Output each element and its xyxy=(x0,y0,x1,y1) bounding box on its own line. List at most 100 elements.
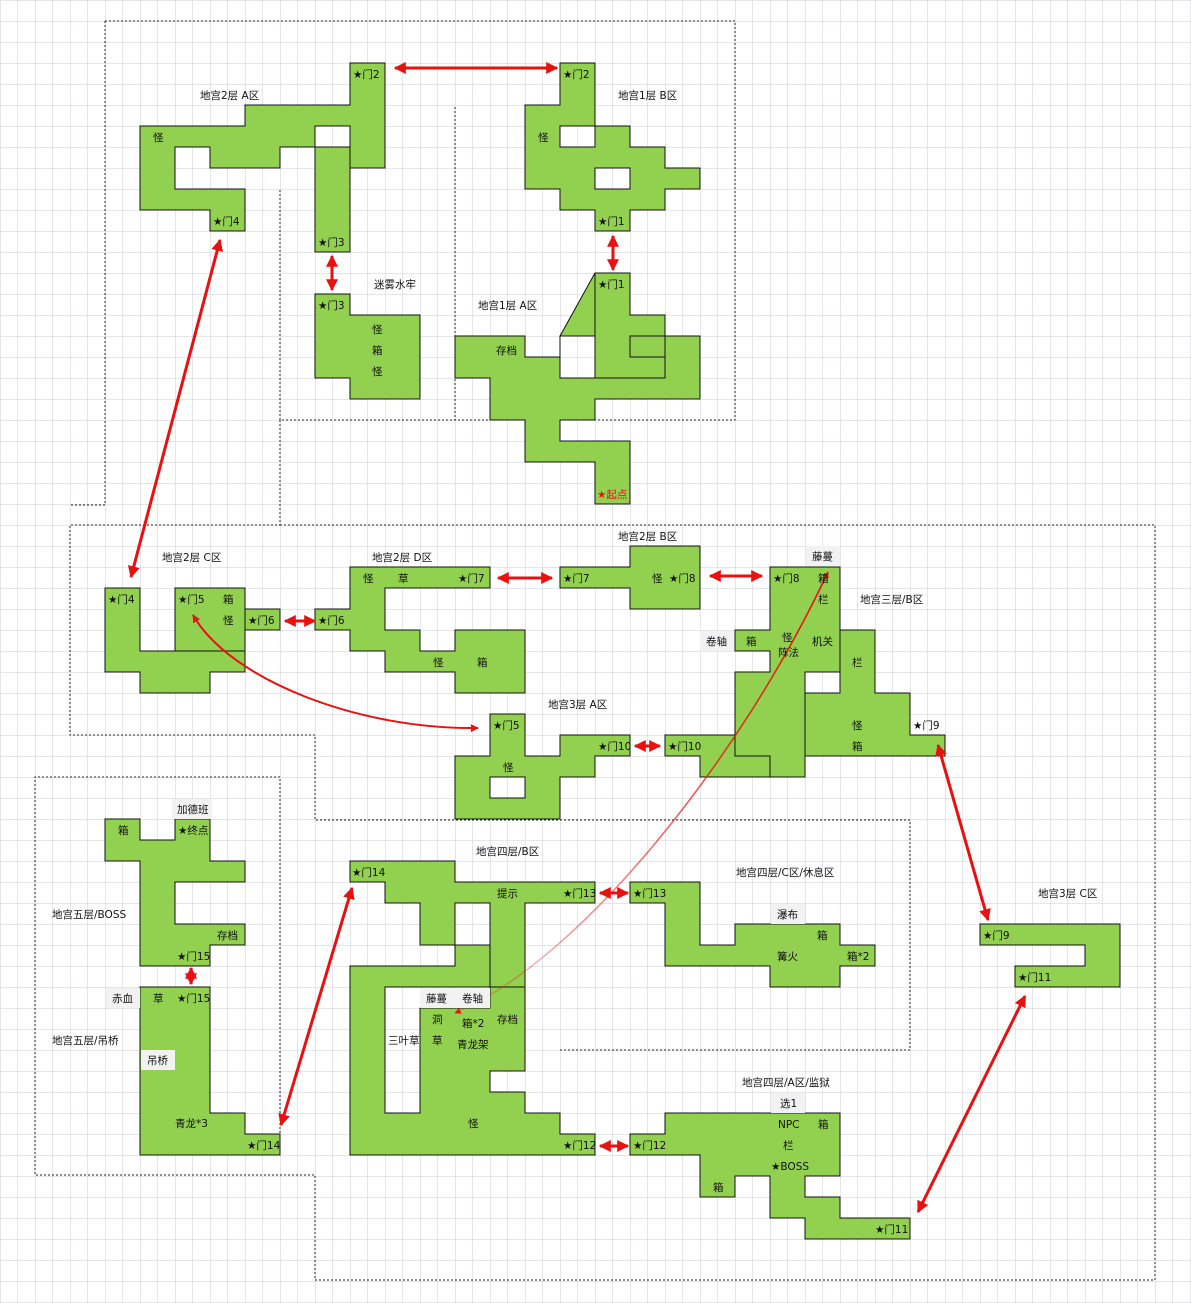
doors-d8-label: ★门8 xyxy=(773,572,800,585)
doors-d14-label: ★门14 xyxy=(247,1139,281,1152)
markers-fence-label: 栏 xyxy=(818,593,829,606)
doors-d4-label: ★门4 xyxy=(213,215,240,228)
regions-dungeon-2f-c-label: 地宫2层 C区 xyxy=(162,551,221,564)
doors-d7-label: ★门7 xyxy=(563,572,590,585)
regions-dungeon-2f-a-label: 地宫2层 A区 xyxy=(200,89,259,102)
markers-bridge-label: 吊桥 xyxy=(147,1055,168,1067)
regions-dungeon-3f-a-label: 地宫3层 A区 xyxy=(548,698,607,711)
markers-monster-label: 怪 xyxy=(372,365,383,378)
markers-monster-label: 怪 xyxy=(372,323,383,336)
markers-monster-label: 怪 xyxy=(433,656,444,669)
markers-chest-label: 箱 xyxy=(713,1181,724,1194)
doors-d2-label: ★门2 xyxy=(353,68,380,81)
doors-d11-label: ★门11 xyxy=(875,1223,908,1236)
markers-chest-label: 箱 xyxy=(817,929,828,942)
doors-d9-label: ★门9 xyxy=(983,929,1010,942)
markers-clover-label: 三叶草 xyxy=(388,1035,420,1047)
regions-dungeon-2f-d-label: 地宫2层 D区 xyxy=(372,551,432,564)
arrow-door9 xyxy=(935,743,991,922)
doors-d9-label: ★门9 xyxy=(913,719,940,732)
arrow-door5-curve xyxy=(192,614,479,733)
markers-cave-label: 洞 xyxy=(432,1014,443,1026)
markers-monster-label: 怪 xyxy=(538,131,549,144)
markers-monster-label: 怪 xyxy=(223,614,234,627)
markers-grass-label: 草 xyxy=(153,993,164,1005)
region-borders xyxy=(34,20,1156,1281)
doors-d5-label: ★门5 xyxy=(178,593,205,606)
markers-scroll-label: 卷轴 xyxy=(462,992,483,1005)
doors-d11-label: ★门11 xyxy=(1018,971,1051,984)
markers-monster-label: 怪 xyxy=(652,572,663,585)
markers-grass-label: 草 xyxy=(432,1035,443,1047)
markers-chest-label: 箱 xyxy=(818,572,829,585)
room-1f-b xyxy=(524,62,701,232)
markers-mechanism-label: 机关 xyxy=(812,635,833,648)
doors-d4-label: ★门4 xyxy=(108,593,135,606)
markers-boss-label: ★BOSS xyxy=(771,1161,809,1173)
regions-dungeon-4f-b-label: 地宫四层/B区 xyxy=(476,845,539,858)
markers-rack-label: 青龙架 xyxy=(457,1038,489,1051)
markers-rattan-label: 藤蔓 xyxy=(426,992,447,1005)
markers-dragon-x3-label: 青龙*3 xyxy=(175,1117,208,1130)
doors-d6-label: ★门6 xyxy=(248,614,275,627)
regions-gadeban-label: 加德班 xyxy=(177,803,209,816)
regions-dungeon-1f-b-label: 地宫1层 B区 xyxy=(618,89,677,102)
regions-dungeon-2f-b-label: 地宫2层 B区 xyxy=(618,530,677,543)
markers-chest-x2-label: 箱*2 xyxy=(462,1017,484,1030)
room-3f-c xyxy=(979,923,1121,988)
markers-monster-label: 怪 xyxy=(852,719,863,732)
arrow-door14 xyxy=(278,886,355,1127)
markers-monster-label: 怪 xyxy=(782,631,793,644)
arrow-door11 xyxy=(916,994,1027,1214)
markers-hint-label: 提示 xyxy=(497,888,518,900)
doors-d3-label: ★门3 xyxy=(318,236,345,249)
labels: 地宫2层 A区地宫1层 B区迷雾水牢地宫1层 A区地宫2层 C区地宫2层 D区地… xyxy=(52,68,1097,1236)
arrow-door4 xyxy=(127,238,224,579)
markers-chest-label: 箱 xyxy=(852,740,863,753)
regions-dungeon-5f-bridge-label: 地宫五层/吊桥 xyxy=(52,1034,119,1047)
doors-d2-label: ★门2 xyxy=(563,68,590,81)
doors-d15-label: ★门15 xyxy=(177,992,210,1005)
label-boxes xyxy=(106,546,840,1113)
markers-chest-label: 箱 xyxy=(118,824,129,837)
doors-d1-label: ★门1 xyxy=(598,278,625,291)
regions-dungeon-3f-b-label: 地宫三层/B区 xyxy=(860,593,923,606)
doors-d10-label: ★门10 xyxy=(668,740,701,753)
doors-d3-label: ★门3 xyxy=(318,299,345,312)
markers-monster-label: 怪 xyxy=(503,761,514,774)
markers-chest-label: 箱 xyxy=(223,593,234,606)
markers-monster-label: 怪 xyxy=(468,1117,479,1130)
markers-save-label: 存档 xyxy=(217,929,238,942)
markers-chest-label: 箱 xyxy=(372,344,383,357)
markers-end-label: ★终点 xyxy=(178,824,208,837)
markers-fence-label: 栏 xyxy=(852,656,863,669)
markers-waterfall-label: 瀑布 xyxy=(777,908,798,921)
markers-choice1-label: 选1 xyxy=(780,1097,797,1110)
regions-dungeon-4f-c-label: 地宫四层/C区/休息区 xyxy=(736,866,834,879)
markers-monster-label: 怪 xyxy=(363,572,374,585)
markers-save-label: 存档 xyxy=(497,1013,518,1026)
regions-dungeon-1f-a-label: 地宫1层 A区 xyxy=(478,299,537,312)
connection-arrows xyxy=(127,62,1027,1214)
room-5f-bridge xyxy=(139,986,281,1156)
doors-d5-label: ★门5 xyxy=(493,719,520,732)
room-2f-a-door3 xyxy=(314,146,351,253)
doors-d1-label: ★门1 xyxy=(598,215,625,228)
doors-d14-label: ★门14 xyxy=(352,866,386,879)
markers-chest-label: 箱 xyxy=(746,635,757,648)
doors-d12-label: ★门12 xyxy=(563,1139,596,1152)
markers-monster-label: 怪 xyxy=(153,131,164,144)
regions-dungeon-5f-boss-label: 地宫五层/BOSS xyxy=(52,908,126,921)
regions-mist-prison-label: 迷雾水牢 xyxy=(374,278,416,291)
regions-dungeon-4f-a-label: 地宫四层/A区/监狱 xyxy=(742,1076,830,1089)
markers-bonfire-label: 篝火 xyxy=(777,950,798,963)
markers-save-label: 存档 xyxy=(496,344,517,357)
doors-d12-label: ★门12 xyxy=(633,1139,666,1152)
regions-dungeon-3f-c-label: 地宫3层 C区 xyxy=(1038,887,1097,900)
markers-chest-label: 箱 xyxy=(477,656,488,669)
doors-d6-label: ★门6 xyxy=(318,614,345,627)
room-5f-boss xyxy=(104,818,246,967)
markers-npc-label: NPC xyxy=(778,1119,800,1131)
room-mist xyxy=(314,293,421,400)
doors-d10-label: ★门10 xyxy=(598,740,631,753)
